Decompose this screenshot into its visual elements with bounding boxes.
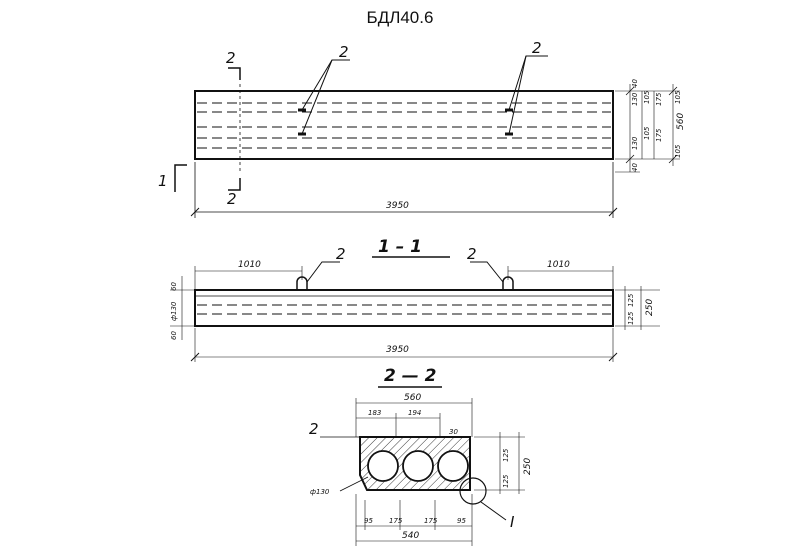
plan-dashed-lines	[197, 102, 611, 149]
plan-length: 3950	[386, 201, 409, 211]
plan-rdim-5: 130	[631, 136, 639, 150]
plan-width: 560	[676, 113, 686, 130]
plan-rdim-4: 105	[643, 126, 651, 140]
section-1-1-left-offset: 1010	[238, 260, 261, 270]
section-1-1-view	[170, 261, 660, 362]
cut-2-label-bottom: 2	[227, 190, 237, 208]
cut-1-mark	[174, 164, 187, 192]
cut-2-label-top: 2	[226, 49, 236, 67]
section-2-2-bottom-1: 175	[389, 517, 403, 525]
section-2-2-top-b: 194	[408, 409, 421, 417]
section-2-2-bottom-width: 540	[402, 531, 419, 541]
section-1-1-left-hole: ф130	[170, 301, 178, 321]
section-1-1-title: 1 – 1	[378, 237, 422, 257]
section-1-1-anchor-right: 2	[467, 245, 477, 263]
plan-right-dims: 40 130 105 175 105 130 40 105 175 105	[631, 79, 682, 172]
plan-rdim-3: 175	[655, 92, 663, 106]
cut-1-label: 1	[158, 172, 168, 190]
section-2-2-void-2	[402, 450, 434, 482]
plan-rdim-0: 40	[631, 79, 639, 88]
cut-2-bottom-mark	[228, 178, 241, 191]
section-2-2-bottom-3: 95	[457, 517, 466, 525]
section-2-2-void-3	[437, 450, 469, 482]
section-1-1-left-bottom: 60	[170, 331, 178, 340]
section-2-2-view	[320, 398, 525, 546]
section-2-2-void-1	[367, 450, 399, 482]
plan-anchor-mark-right: 2	[532, 39, 542, 57]
section-2-2-top-a: 183	[368, 409, 381, 417]
section-2-2-upper: 125	[502, 448, 510, 462]
plan-rdim-1: 130	[631, 92, 639, 106]
section-2-2-loop-h: 30	[449, 428, 458, 436]
section-1-1-lower: 125	[627, 311, 635, 325]
section-1-1-anchor-left: 2	[336, 245, 346, 263]
section-2-2-height: 250	[523, 458, 533, 475]
section-2-2-hole: ф130	[310, 488, 330, 496]
plan-leader-right	[508, 55, 548, 111]
plan-rdim-2: 105	[643, 90, 651, 104]
plan-anchor-mark-left: 2	[339, 43, 349, 61]
plan-rdim-9: 105	[674, 144, 682, 158]
section-1-1-right-offset: 1010	[547, 260, 570, 270]
section-2-2-detail-circle	[459, 477, 487, 505]
section-2-2-bottom-0: 95	[364, 517, 373, 525]
section-1-1-upper: 125	[627, 293, 635, 307]
section-2-2-anchor-mark: 2	[309, 420, 319, 438]
plan-rdim-7: 105	[674, 90, 682, 104]
section-2-2-lower: 125	[502, 474, 510, 488]
plan-view	[174, 55, 680, 218]
section-2-2-detail-label: I	[510, 513, 515, 531]
plan-outline	[194, 90, 614, 160]
plan-rdim-6: 40	[631, 163, 639, 172]
section-2-2-title: 2 — 2	[384, 366, 437, 386]
plan-rdim-8: 175	[655, 128, 663, 142]
section-1-1-left-top: 60	[170, 282, 178, 291]
page-title: БДЛ40.6	[366, 8, 434, 27]
cut-2-top-mark	[228, 67, 241, 80]
section-1-1-height: 250	[645, 299, 655, 316]
section-1-1-outline	[194, 289, 614, 327]
section-1-1-length: 3950	[386, 345, 409, 355]
section-2-2-bottom-2: 175	[424, 517, 438, 525]
section-2-2-top-width: 560	[404, 393, 421, 403]
